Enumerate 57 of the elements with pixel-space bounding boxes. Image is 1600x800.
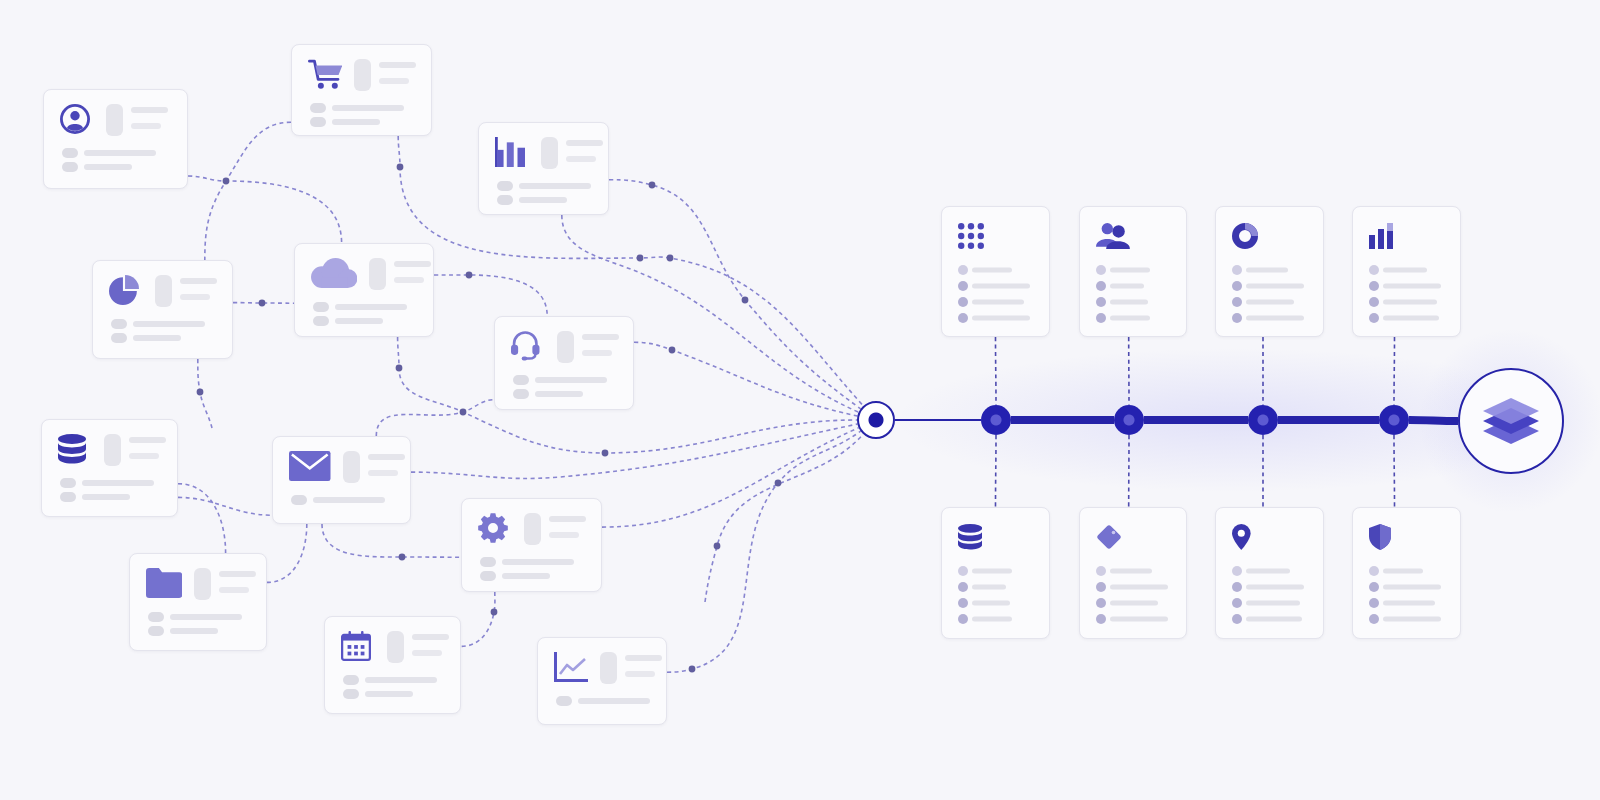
card	[272, 436, 411, 524]
card	[941, 507, 1050, 639]
dashed-connector	[608, 178, 862, 410]
card	[478, 122, 609, 215]
thick-connector	[1409, 416, 1458, 425]
card	[1215, 507, 1324, 639]
dashed-connector	[1393, 434, 1396, 508]
card	[41, 419, 178, 517]
card	[294, 243, 434, 337]
dashed-connector	[177, 496, 273, 516]
dashed-connector	[375, 398, 495, 437]
timeline-dot	[981, 405, 1011, 435]
dashed-connector	[232, 301, 295, 304]
dashed-connector	[561, 214, 860, 414]
hub-circle	[857, 401, 895, 439]
dashed-connector	[1393, 336, 1396, 406]
thick-connector	[1278, 416, 1379, 424]
card	[43, 89, 188, 189]
dashed-connector	[994, 336, 997, 406]
card	[941, 206, 1050, 337]
dashed-connector	[994, 434, 997, 508]
card	[1079, 507, 1187, 639]
card	[461, 498, 602, 592]
dashed-connector	[433, 274, 548, 317]
dashed-connector	[266, 523, 308, 584]
dashed-connector	[1127, 336, 1130, 406]
card	[494, 316, 634, 410]
dashed-connector	[601, 426, 860, 528]
thick-connector	[1144, 416, 1248, 424]
card	[129, 553, 267, 651]
card	[537, 637, 667, 725]
card	[324, 616, 461, 714]
dashed-connector	[321, 523, 462, 558]
card	[1352, 206, 1461, 337]
dashed-connector	[204, 121, 292, 261]
timeline-dot	[1248, 405, 1278, 435]
dashed-connector	[666, 430, 862, 673]
dashed-connector	[410, 423, 859, 480]
dashed-connector	[396, 336, 858, 454]
dashed-connector	[187, 175, 343, 244]
card	[291, 44, 432, 136]
dashed-connector	[1262, 336, 1264, 406]
dashed-connector	[397, 135, 865, 407]
dashed-connector	[633, 341, 859, 417]
card	[1215, 206, 1324, 337]
timeline-dot	[1114, 405, 1144, 435]
card	[1352, 507, 1461, 639]
dashed-connector	[197, 358, 213, 429]
connector-line	[895, 418, 981, 422]
thick-connector	[1011, 416, 1114, 424]
dashed-connector	[1262, 434, 1264, 508]
dashed-connector	[1127, 434, 1130, 508]
timeline-dot	[1379, 405, 1409, 435]
card	[92, 260, 233, 359]
dashed-connector	[460, 591, 496, 648]
dashed-connector	[177, 482, 227, 554]
card	[1079, 206, 1187, 337]
